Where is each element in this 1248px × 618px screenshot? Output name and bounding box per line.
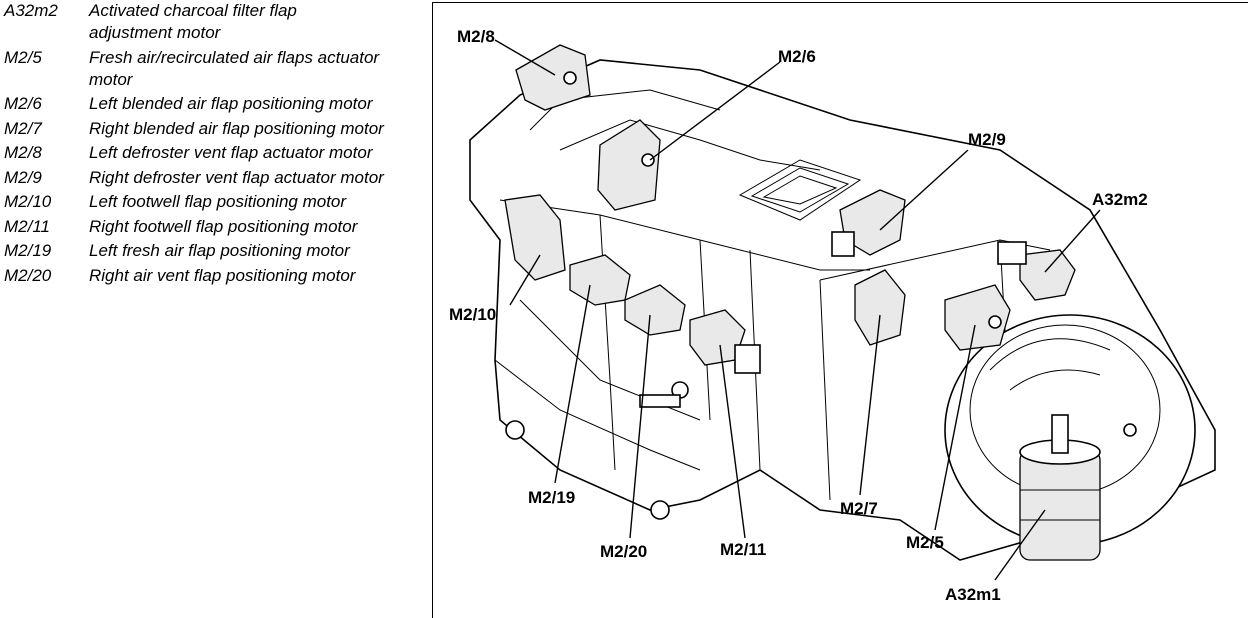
callout-a32m2: A32m2 xyxy=(1092,190,1148,209)
legend-description: Left blended air flap positioning motor xyxy=(89,94,373,113)
callout-m2-8: M2/8 xyxy=(457,27,495,46)
legend-description: Left fresh air flap positioning motor xyxy=(89,241,350,260)
legend-code: M2/10 xyxy=(4,192,52,211)
motor-m2-8 xyxy=(515,44,591,111)
callout-m2-9: M2/9 xyxy=(968,130,1006,149)
legend-row: M2/9 Right defroster vent flap actuator … xyxy=(4,167,424,189)
legend-code: M2/11 xyxy=(4,216,50,236)
motor-m2-10 xyxy=(504,194,566,281)
legend-code: M2/8 xyxy=(4,143,42,162)
motor-m2-5 xyxy=(944,284,1011,351)
callout-m2-10: M2/10 xyxy=(449,305,496,324)
legend-row: M2/8 Left defroster vent flap actuator m… xyxy=(4,142,424,164)
legend-description: Right footwell flap positioning motor xyxy=(89,216,358,236)
legend-code: M2/7 xyxy=(4,118,42,138)
legend-row: M2/19 Left fresh air flap positioning mo… xyxy=(4,240,424,262)
diagram-frame xyxy=(432,2,1248,618)
legend-description: Right defroster vent flap actuator motor xyxy=(89,167,384,187)
legend-row: M2/7 Right blended air flap positioning … xyxy=(4,118,424,140)
legend-code: M2/9 xyxy=(4,167,42,187)
hvac-housing xyxy=(469,59,1216,561)
legend-row: M2/10 Left footwell flap positioning mot… xyxy=(4,191,424,213)
legend-description: Right blended air flap positioning motor xyxy=(89,118,384,138)
motor-m2-6 xyxy=(597,119,661,211)
motor-m2-7 xyxy=(854,269,906,346)
callout-m2-5: M2/5 xyxy=(906,533,944,552)
leader-lines xyxy=(494,39,1101,581)
legend-description: Fresh air/recirculated air flaps actuato… xyxy=(89,47,380,89)
legend-description: Activated charcoal filter flap adjustmen… xyxy=(89,1,297,42)
legend-description: Left defroster vent flap actuator motor xyxy=(89,143,373,162)
legend-code: M2/5 xyxy=(4,47,42,67)
callout-m2-11: M2/11 xyxy=(720,540,766,559)
motor-m2-11 xyxy=(689,309,761,374)
legend-code: M2/19 xyxy=(4,241,52,260)
callout-m2-6: M2/6 xyxy=(778,47,816,66)
callout-m2-19: M2/19 xyxy=(528,488,575,507)
component-legend: A32m2 Activated charcoal filter flap adj… xyxy=(4,0,424,289)
callout-m2-7: M2/7 xyxy=(840,499,878,518)
legend-code: M2/20 xyxy=(4,265,52,285)
legend-description: Right air vent flap positioning motor xyxy=(89,265,356,285)
motor-m2-20 xyxy=(624,284,686,336)
legend-row: M2/5 Fresh air/recirculated air flaps ac… xyxy=(4,47,424,91)
motor-m2-9 xyxy=(831,189,906,257)
legend-code: A32m2 xyxy=(4,1,58,20)
motor-a32m2 xyxy=(997,241,1076,301)
callout-m2-20: M2/20 xyxy=(600,542,647,561)
legend-row: M2/20 Right air vent flap positioning mo… xyxy=(4,265,424,287)
legend-row: A32m2 Activated charcoal filter flap adj… xyxy=(4,0,424,44)
legend-description: Left footwell flap positioning motor xyxy=(89,192,347,211)
callout-a32m1: A32m1 xyxy=(945,585,1001,604)
legend-row: M2/6 Left blended air flap positioning m… xyxy=(4,93,424,115)
legend-code: M2/6 xyxy=(4,94,42,113)
legend-row: M2/11 Right footwell flap positioning mo… xyxy=(4,216,424,238)
